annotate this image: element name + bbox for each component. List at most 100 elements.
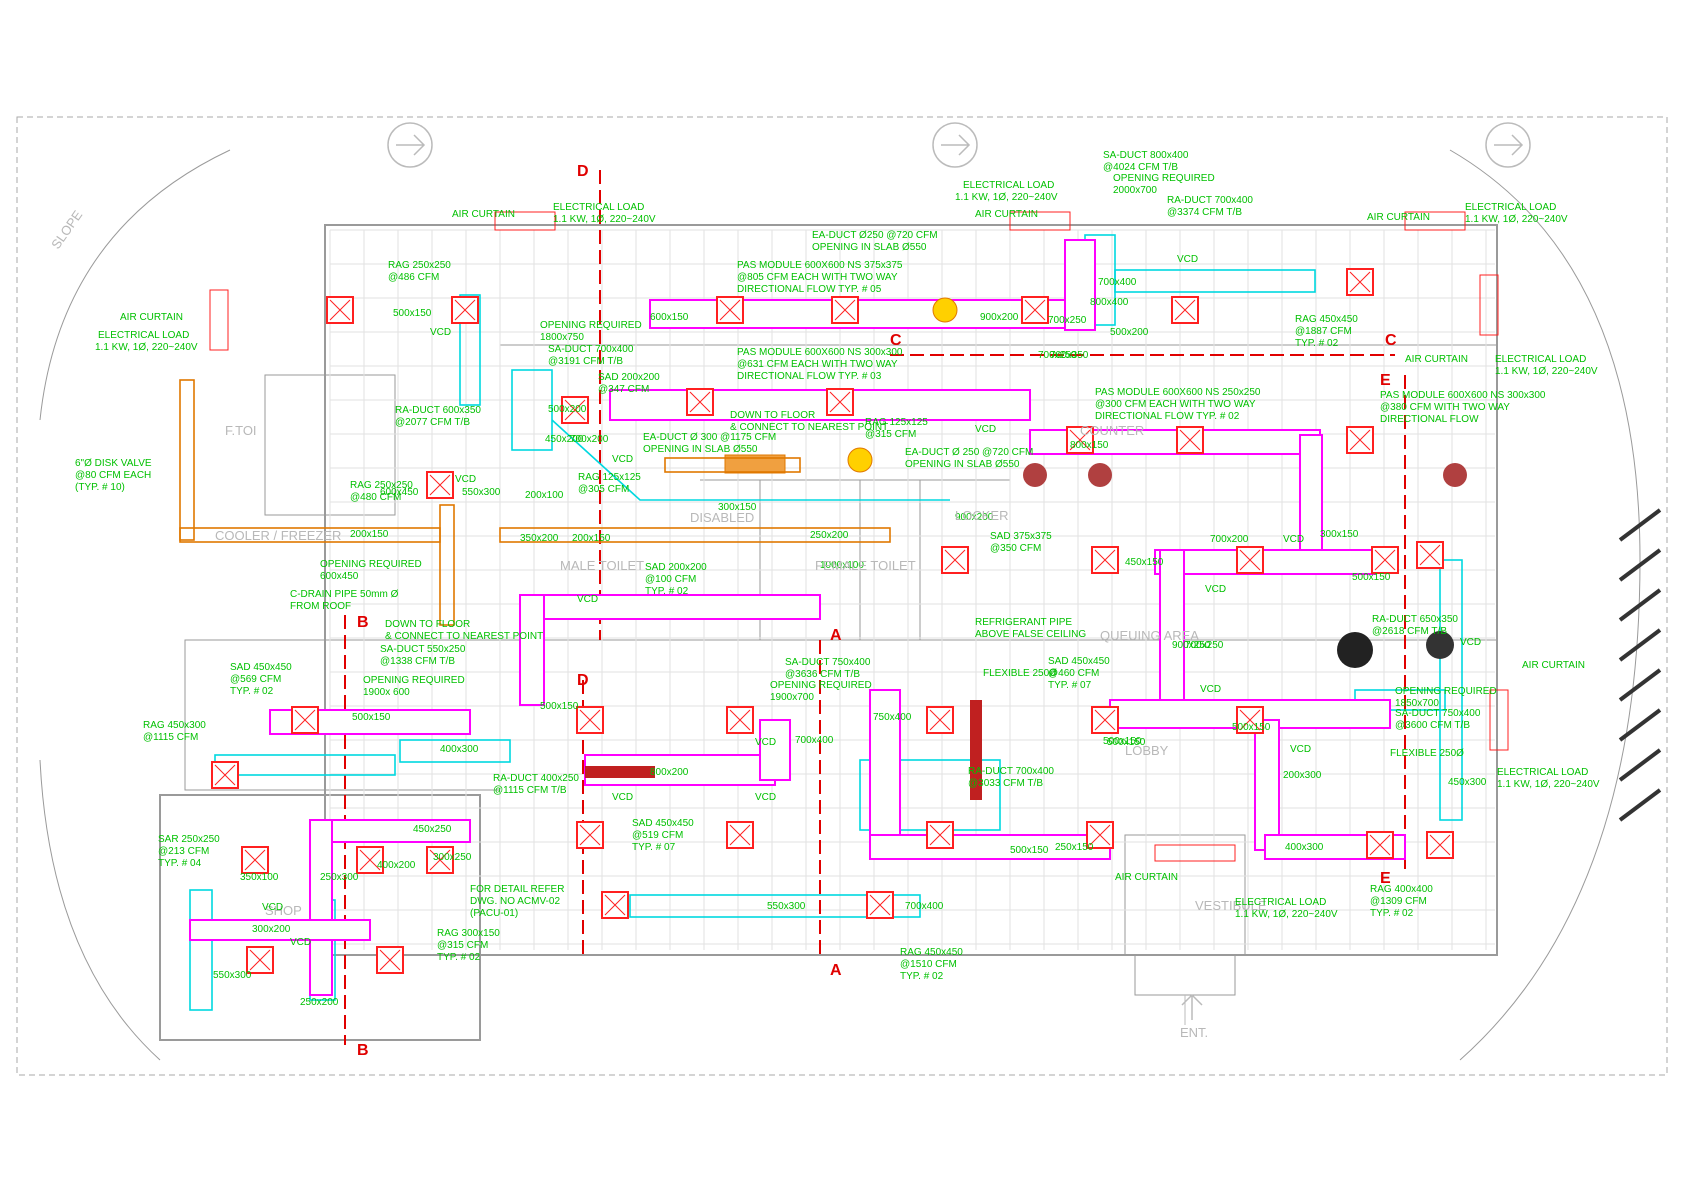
duct-size-2: 900x200 — [980, 312, 1019, 323]
duct-size-32: 500x150 — [1107, 737, 1146, 748]
annotation-sa-550x250-line-0: SA-DUCT 550x250 — [380, 644, 466, 655]
air-curtain-label-1: AIR CURTAIN — [452, 209, 515, 220]
section-c-left: C — [890, 332, 902, 349]
vcd-16: VCD — [290, 937, 311, 948]
duct-size-5: 700x250 — [1048, 315, 1087, 326]
vcd-3: VCD — [975, 424, 996, 435]
duct-size-31: 900x250 — [1172, 640, 1211, 651]
duct-size-30: 200x300 — [1283, 770, 1322, 781]
diffuser-cross-4 — [1024, 299, 1046, 321]
diffuser-cross-25 — [929, 824, 951, 846]
return-air-ducts — [189, 234, 1463, 1011]
duct-size-17: 250x200 — [810, 530, 849, 541]
diffuser-cross-0 — [329, 299, 351, 321]
annotation-rag-450-1510-line-2: TYP. # 02 — [900, 971, 944, 982]
vcd-4: VCD — [455, 474, 476, 485]
duct-size-52: 450x300 — [1448, 777, 1487, 788]
annotation-sad-200-347-line-0: SAD 200x200 — [598, 372, 660, 383]
annotation-rag-250-486-line-1: @486 CFM — [388, 272, 439, 283]
diffuser-cross-15 — [1239, 549, 1261, 571]
diffuser-cross-27 — [1369, 834, 1391, 856]
vcd-1: VCD — [430, 327, 451, 338]
annotation-sa-750-3600-line-0: SA-DUCT 750x400 — [1395, 708, 1481, 719]
diffuser-cross-29 — [359, 849, 381, 871]
diffuser-cross-31 — [604, 894, 626, 916]
annotation-ra-400x250-line-1: @1115 CFM T/B — [493, 785, 567, 796]
diffuser-cross-30 — [429, 849, 451, 871]
annotation-opening-1800x750-line-0: OPENING REQUIRED — [540, 320, 642, 331]
annotation-ra-600x350-line-0: RA-DUCT 600x350 — [395, 405, 481, 416]
slope-label: SLOPE — [48, 207, 85, 251]
annotation-sa-750-3600-line-1: @3600 CFM T/B — [1395, 720, 1470, 731]
annotation-rag-300x150-line-0: RAG 300x150 — [437, 928, 500, 939]
section-b-bottom: B — [357, 1042, 369, 1059]
vcd-12: VCD — [612, 792, 633, 803]
vcd-15: VCD — [262, 902, 283, 913]
duct-size-8: 500x200 — [548, 404, 587, 415]
annotation-pas-805-line-0: PAS MODULE 600X600 NS 375x375 — [737, 260, 903, 271]
annotation-rag-450-1887-line-1: @1887 CFM — [1295, 326, 1352, 337]
diffuser-cross-5 — [1174, 299, 1196, 321]
diffuser-cross-33 — [249, 949, 271, 971]
diffuser-cross-6 — [1349, 271, 1371, 293]
annotation-cdrain-line-1: FROM ROOF — [290, 601, 351, 612]
section-e-bottom: E — [1380, 870, 1391, 887]
duct-size-45: 300x200 — [252, 924, 291, 935]
entrance-arrow-icon — [1181, 993, 1203, 1020]
duct-size-18: 200x100 — [525, 490, 564, 501]
annotation-opening-1900x700-line-0: OPENING REQUIRED — [770, 680, 872, 691]
room-label-6: LOBBY — [1125, 743, 1169, 758]
building-walls — [159, 224, 1498, 1041]
annotation-sa-700x400-line-0: SA-DUCT 700x400 — [548, 344, 634, 355]
annotation-opening-1800x750-line-1: 1800x750 — [540, 332, 584, 343]
room-label-7: VESTIBULE — [1195, 898, 1267, 913]
annotation-disk-valve-line-2: (TYP. # 10) — [75, 482, 125, 493]
section-c-right: C — [1385, 332, 1397, 349]
air-curtain-label-2: AIR CURTAIN — [975, 209, 1038, 220]
diffuser-cross-19 — [729, 709, 751, 731]
el-load-2: ELECTRICAL LOAD — [963, 180, 1054, 191]
diffuser-cross-13 — [944, 549, 966, 571]
el-spec-3: 1.1 KW, 1Ø, 220~240V — [1465, 214, 1568, 225]
diffuser-cross-24 — [729, 824, 751, 846]
section-d-top: D — [577, 163, 589, 180]
annotation-rag-125-line-0: RAG 125x125 — [865, 417, 928, 428]
annotation-rag-300x150-line-2: TYP. # 02 — [437, 952, 481, 963]
annotation-sad-450-460-line-0: SAD 450x450 — [1048, 656, 1110, 667]
annotation-rag-450-1510-line-0: RAG 450x450 — [900, 947, 963, 958]
room-label-5: QUEUING AREA — [1100, 628, 1199, 643]
duct-size-4: 700x400 — [1098, 277, 1137, 288]
vcd-13: VCD — [1290, 744, 1311, 755]
annotation-sad-450-569-line-2: TYP. # 02 — [230, 686, 274, 697]
duct-size-38: 500x150 — [540, 701, 579, 712]
duct-size-47: 400x200 — [377, 860, 416, 871]
vcd-11: VCD — [755, 792, 776, 803]
site-curve-bl — [39, 759, 161, 1061]
diffuser-cross-17 — [294, 709, 316, 731]
duct-size-41: 250x150 — [1055, 842, 1094, 853]
annotation-rag-450x300-line-0: RAG 450x300 — [143, 720, 206, 731]
annotation-disk-valve-line-0: 6"Ø DISK VALVE — [75, 458, 152, 469]
annotation-rag-400-1309-line-1: @1309 CFM — [1370, 896, 1427, 907]
duct-size-33: 400x300 — [440, 744, 479, 755]
annotation-sar-250-line-2: TYP. # 04 — [158, 858, 202, 869]
section-e-top: E — [1380, 372, 1391, 389]
diffuser-cross-26 — [1089, 824, 1111, 846]
diffuser-cross-12 — [1349, 429, 1371, 451]
annotation-pas-380-line-0: PAS MODULE 600X600 NS 300x300 — [1380, 390, 1546, 401]
duct-size-13: 450x200 — [545, 434, 584, 445]
annotation-pas-631-line-2: DIRECTIONAL FLOW TYP. # 03 — [737, 371, 882, 382]
diffuser-cross-8 — [689, 391, 711, 413]
duct-size-22: 900x200 — [955, 512, 994, 523]
room-label-0: COOLER / FREEZER — [215, 528, 341, 543]
annotation-pas-805-line-1: @805 CFM EACH WITH TWO WAY — [737, 272, 898, 283]
annotation-opening-1900x700-line-1: 1900x700 — [770, 692, 814, 703]
el-spec-1: 1.1 KW, 1Ø, 220~240V — [553, 214, 656, 225]
annotation-rag-450x300-line-1: @1115 CFM — [143, 732, 198, 743]
north-arrow-icon — [387, 122, 1531, 168]
air-curtain-label-5: AIR CURTAIN — [1405, 354, 1468, 365]
el-load-1: ELECTRICAL LOAD — [553, 202, 644, 213]
vcd-8: VCD — [1283, 534, 1304, 545]
annotation-pas-300-line-1: @300 CFM EACH WITH TWO WAY — [1095, 399, 1256, 410]
